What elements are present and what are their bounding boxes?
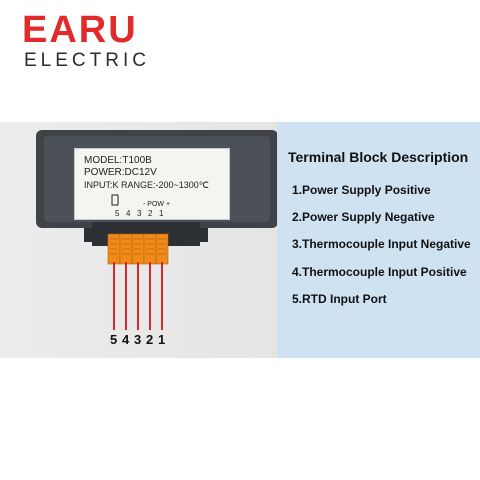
wire-number-5: 5 <box>110 332 118 347</box>
terminal-ear-right <box>198 228 208 242</box>
wire-number-2: 2 <box>146 332 154 347</box>
terminal-ear-left <box>84 228 94 242</box>
panel-item-4: 4.Thermocouple Input Positive <box>292 265 467 279</box>
panel-title: Terminal Block Description <box>288 149 469 165</box>
panel-item-1: 1.Power Supply Positive <box>292 183 431 197</box>
label-terminal-3: 3 <box>137 209 142 218</box>
wire-number-1: 1 <box>158 332 166 347</box>
label-terminal-2: 2 <box>148 209 153 218</box>
power-text: POWER:DC12V <box>84 167 157 178</box>
terminal-description-panel: Terminal Block Description 1.Power Suppl… <box>277 122 480 358</box>
wire-number-3: 3 <box>134 332 142 347</box>
brand-name: EARU <box>22 9 138 51</box>
label-terminal-5: 5 <box>115 209 120 218</box>
panel-item-3: 3.Thermocouple Input Negative <box>292 237 471 251</box>
label-terminal-4: 4 <box>126 209 131 218</box>
wire-number-4: 4 <box>122 332 130 347</box>
device-label: MODEL:T100B POWER:DC12V INPUT:K RANGE:-2… <box>74 148 230 220</box>
panel-item-2: 2.Power Supply Negative <box>292 210 435 224</box>
pow-label: - POW + <box>143 201 171 208</box>
label-terminal-1: 1 <box>159 209 164 218</box>
brand-subtitle: ELECTRIC <box>24 50 150 71</box>
wires <box>113 262 163 330</box>
terminal-screws <box>107 233 169 265</box>
panel-item-5: 5.RTD Input Port <box>292 292 387 306</box>
input-text: INPUT:K RANGE:-200~1300℃ <box>84 180 209 190</box>
model-text: MODEL:T100B <box>84 155 152 166</box>
rtd-symbol <box>111 194 119 206</box>
